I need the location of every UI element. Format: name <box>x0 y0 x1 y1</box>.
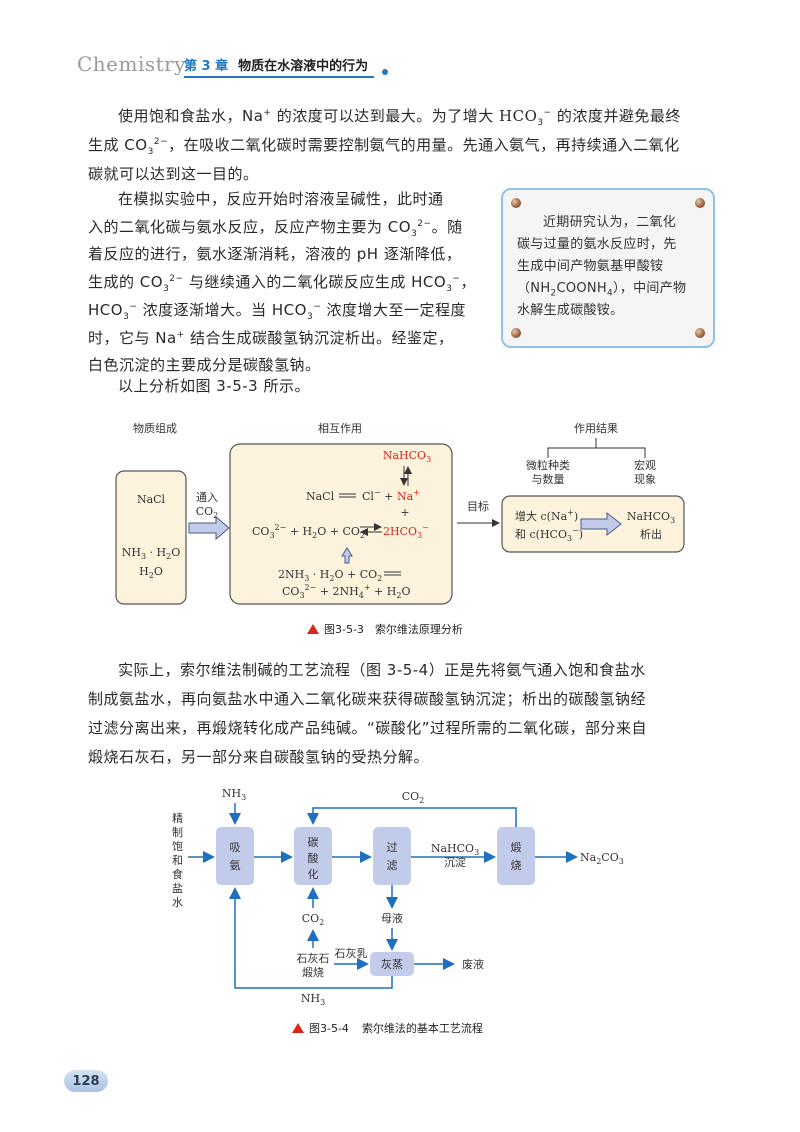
caption-triangle-icon <box>292 1023 304 1033</box>
svg-text:Na+: Na+ <box>397 488 420 503</box>
svg-text:酸: 酸 <box>308 851 319 865</box>
figure-2-caption: 图3-5-4 索尔维法的基本工艺流程 <box>292 1020 483 1036</box>
fig1-header-left: 物质组成 <box>133 421 177 435</box>
svg-text:现象: 现象 <box>634 473 656 486</box>
paragraph-3: 以上分析如图 3-5-3 所示。 <box>118 377 310 395</box>
chapter-header: 第 3 章 物质在水溶液中的行为 <box>184 52 375 78</box>
result-line-1: 增大 c(Na+) <box>515 508 578 523</box>
arrow-icon <box>188 515 230 541</box>
nahco3-top: NaHCO3 <box>383 449 431 464</box>
nahco3-label: NaHCO3 <box>431 842 479 857</box>
equation-4: CO32− + 2NH4+ + H2O <box>282 583 411 600</box>
box-filter <box>373 827 411 885</box>
header-dot <box>382 69 388 75</box>
svg-text:氨: 氨 <box>230 859 241 872</box>
result-line-2: 和 c(HCO3−) <box>515 526 583 543</box>
co2-top: CO2 <box>402 790 425 805</box>
chapter-title: 物质在水溶液中的行为 <box>238 58 369 74</box>
svg-text:煅: 煅 <box>511 840 522 854</box>
box-calcination <box>497 827 535 885</box>
equation-1: NaCl <box>306 490 335 503</box>
svg-text:析出: 析出 <box>640 527 662 541</box>
pin-icon <box>695 328 705 338</box>
pin-icon <box>511 198 521 208</box>
svg-text:精: 精 <box>172 812 183 825</box>
result-box <box>501 495 685 553</box>
caption-triangle-icon <box>307 624 319 634</box>
paragraph-4: 实际上，索尔维法制碱的工艺流程（图 3-5-4）正是先将氨气通入饱和食盐水 制成… <box>88 661 648 766</box>
svg-text:2HCO3−: 2HCO3− <box>383 523 429 540</box>
h2o-label: H2O <box>139 565 163 580</box>
co2-input-label: CO2 <box>196 505 219 520</box>
nh3h2o-label: NH3 · H2O <box>122 546 181 561</box>
equation-3: 2NH3 · H2O + CO2 <box>278 568 382 583</box>
nh3-top: NH3 <box>222 787 246 802</box>
input-label: 精制饱 和食盐水 <box>172 812 183 909</box>
svg-text:石灰乳: 石灰乳 <box>335 946 368 960</box>
target-label: 目标 <box>467 499 489 513</box>
svg-text:石灰石: 石灰石 <box>297 951 330 965</box>
pin-icon <box>695 198 705 208</box>
svg-text:烧: 烧 <box>511 859 522 872</box>
side-note: 近期研究认为，二氧化 碳与过量的氨水反应时，先 生成中间产物氨基甲酸铵 （NH2… <box>501 188 715 348</box>
svg-text:Cl− +: Cl− + <box>362 488 393 503</box>
svg-text:沉淀: 沉淀 <box>444 855 466 869</box>
brand-title: Chemistry <box>77 52 187 76</box>
page-number: 128 <box>64 1070 108 1092</box>
svg-text:微粒种类: 微粒种类 <box>526 458 570 472</box>
svg-text:+: + <box>400 506 409 519</box>
box-xian <box>216 827 254 885</box>
svg-text:化: 化 <box>308 867 319 881</box>
svg-text:饱: 饱 <box>172 839 183 853</box>
input-label: 通入 <box>196 491 218 504</box>
interaction-box <box>229 443 453 605</box>
co2-mid: CO2 <box>302 912 325 927</box>
equation-2: CO32− + H2O + CO2 <box>252 523 365 540</box>
svg-text:废液: 废液 <box>462 957 484 971</box>
svg-text:水: 水 <box>172 896 183 909</box>
svg-text:食: 食 <box>172 867 183 881</box>
chapter-number: 第 3 章 <box>184 58 229 74</box>
svg-text:滤: 滤 <box>387 859 398 872</box>
box-distill <box>370 952 414 976</box>
fig1-header-right: 作用结果 <box>574 422 618 435</box>
arrow-icon <box>580 511 622 537</box>
pin-icon <box>511 328 521 338</box>
nacl-label: NaCl <box>137 493 166 506</box>
svg-text:碳: 碳 <box>308 835 319 849</box>
box-carbonation <box>294 827 332 885</box>
svg-text:与数量: 与数量 <box>532 473 565 486</box>
figure-1-caption: 图3-5-3 索尔维法原理分析 <box>307 621 463 637</box>
composition-box <box>115 470 187 605</box>
fig1-header-mid: 相互作用 <box>318 422 362 435</box>
svg-text:过: 过 <box>387 841 398 854</box>
svg-text:吸: 吸 <box>230 841 241 854</box>
svg-text:盐: 盐 <box>172 882 183 895</box>
note-text: 近期研究认为，二氧化 碳与过量的氨水反应时，先 生成中间产物氨基甲酸铵 （NH2… <box>517 215 687 318</box>
up-arrow-icon <box>341 547 353 564</box>
paragraph-1: 使用饱和食盐水，Na+ 的浓度可以达到最大。为了增大 HCO3− 的浓度并避免最… <box>88 107 681 183</box>
svg-text:煅烧: 煅烧 <box>302 965 324 979</box>
svg-text:母液: 母液 <box>381 911 403 925</box>
svg-text:制: 制 <box>172 826 183 839</box>
svg-text:灰蒸: 灰蒸 <box>381 957 403 971</box>
paragraph-2: 在模拟实验中，反应开始时溶液呈碱性，此时通 入的二氧化碳与氨水反应，反应产物主要… <box>88 190 476 375</box>
svg-text:和: 和 <box>172 854 183 867</box>
nahco3-result: NaHCO3 <box>627 510 675 525</box>
na2co3-label: Na2CO3 <box>580 851 624 866</box>
svg-text:宏观: 宏观 <box>634 458 656 472</box>
nh3-bottom: NH3 <box>301 992 325 1007</box>
